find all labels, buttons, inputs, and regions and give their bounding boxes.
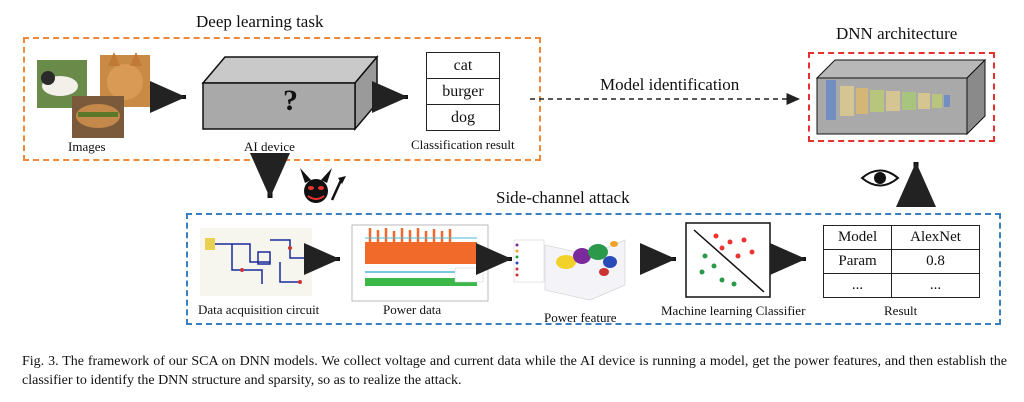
class-dog: dog [426,104,500,131]
model-identification-label: Model identification [600,75,740,94]
result-cell: AlexNet [891,225,980,250]
images-collage [37,52,150,138]
stage-power-feature-label: Power feature [544,310,617,325]
class-burger: burger [426,78,500,105]
stage-ml-classifier-label: Machine learning Classifier [661,303,806,318]
eye-icon [860,169,900,187]
deep-learning-task-title: Deep learning task [196,12,324,31]
result-cell: 0.8 [891,249,980,274]
classification-result-table: cat burger dog [426,52,500,131]
device-question-mark: ? [283,84,298,117]
dnn-architecture-box [815,58,987,136]
dnn-architecture-title: DNN architecture [836,24,958,43]
class-cat: cat [426,52,500,79]
power-data-plot [351,224,489,302]
side-channel-attack-region [186,213,1001,325]
stage-result-label: Result [884,303,918,318]
ai-device-box [201,54,379,132]
result-cell: Param [822,249,893,274]
circuit-image [200,228,312,296]
devil-icon [300,168,346,203]
result-cell: ... [822,273,893,298]
ml-classifier-image [685,222,771,298]
result-cell: Model [822,225,893,250]
ai-device-label: AI device [244,139,295,154]
classification-result-label: Classification result [411,137,515,152]
side-channel-attack-title: Side-channel attack [496,188,630,207]
result-table: Model AlexNet Param 0.8 ... ... [822,225,980,298]
stage-data-acquisition-label: Data acquisition circuit [198,302,320,317]
dnn-architecture-region [808,52,995,142]
images-label: Images [68,139,106,154]
power-feature-plot [512,232,642,310]
stage-power-data-label: Power data [383,302,442,317]
result-cell: ... [891,273,980,298]
figure-caption: Fig. 3. The framework of our SCA on DNN … [22,354,1007,388]
